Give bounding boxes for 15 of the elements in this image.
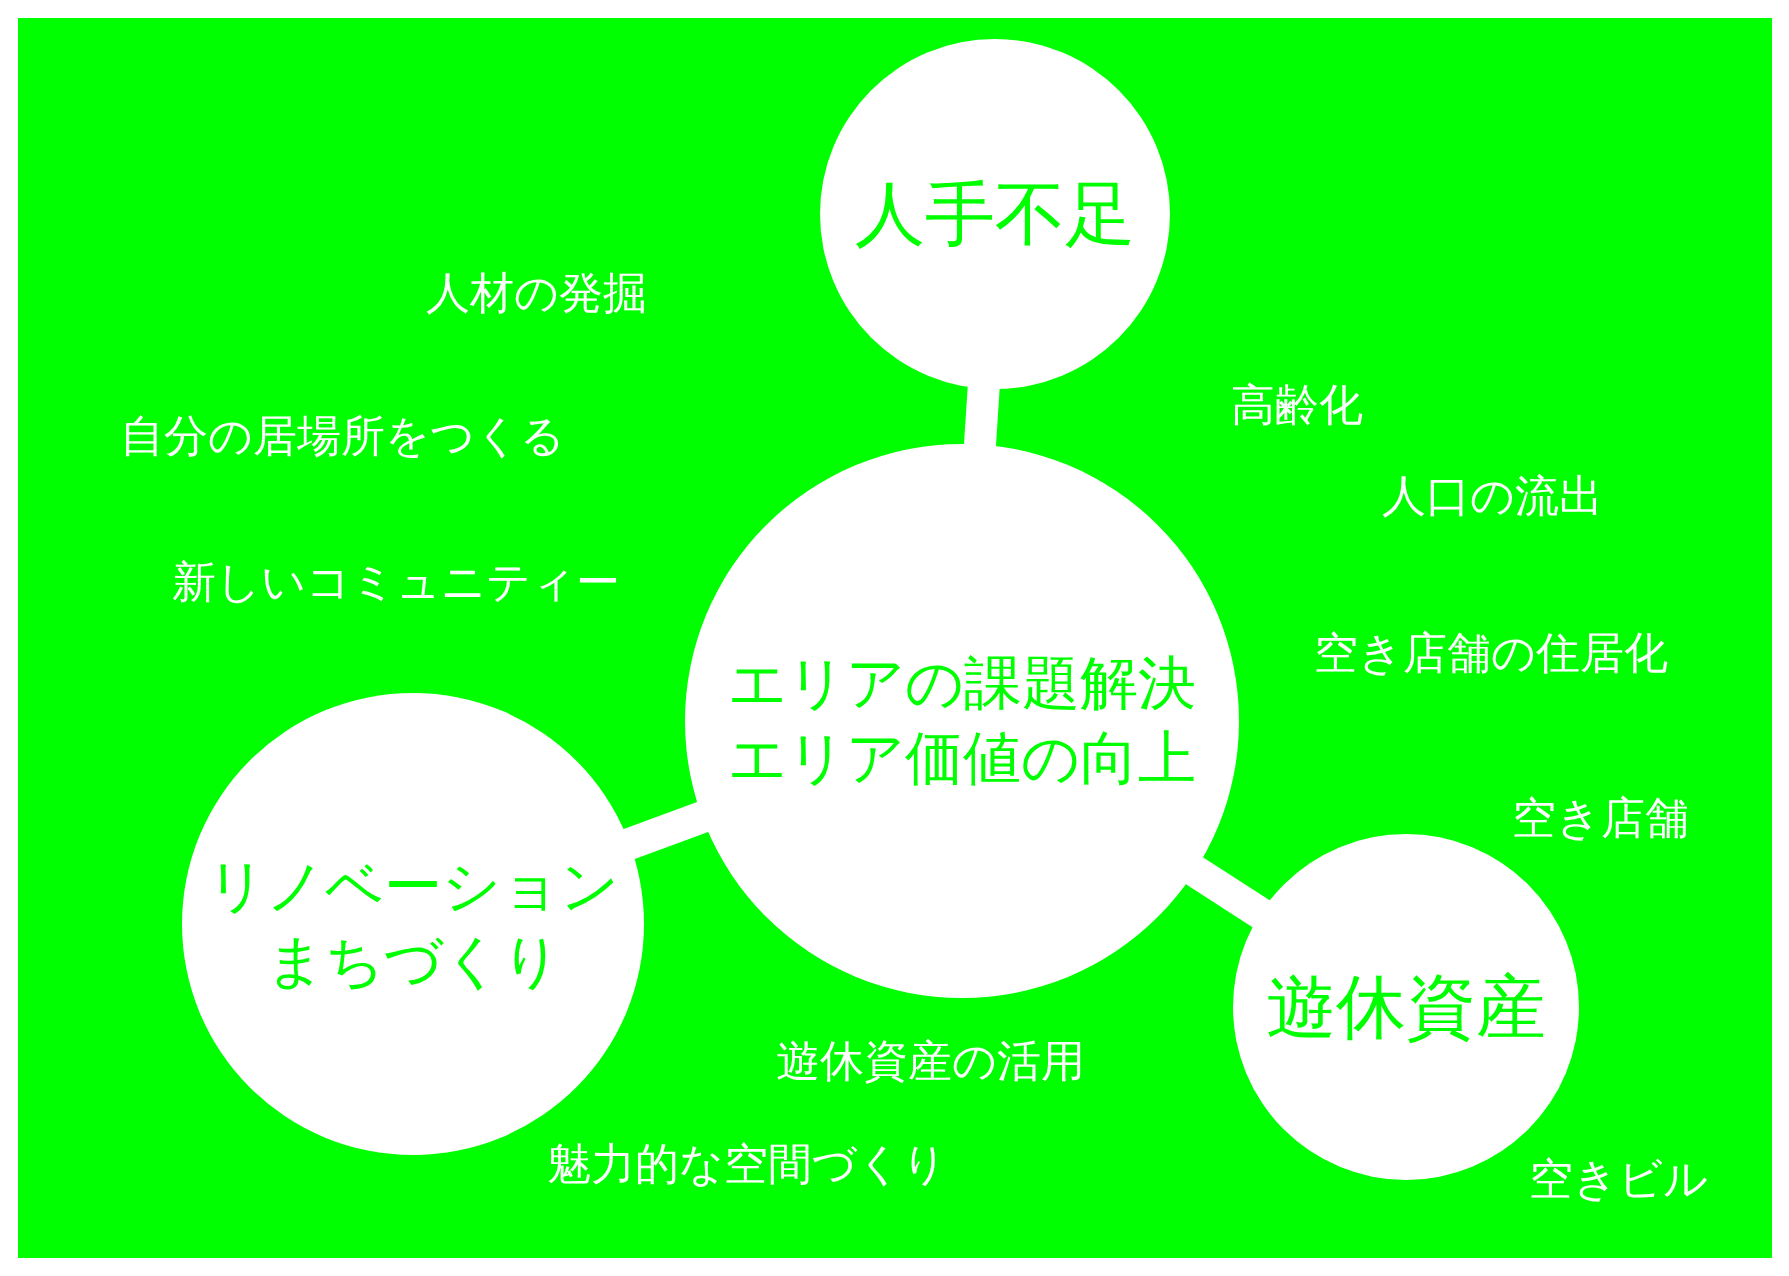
node-text: エリア価値の向上: [728, 723, 1196, 794]
keyword-text: 人材の発掘: [425, 266, 647, 320]
keyword-text: 遊休資産の活用: [775, 1034, 1085, 1088]
keyword-text: 空き店舗: [1511, 791, 1689, 845]
keyword-text: 魅力的な空間づくり: [547, 1137, 947, 1191]
node-text: エリアの課題解決: [728, 647, 1196, 719]
keyword-text: 高齢化: [1231, 378, 1363, 432]
keyword-text: 人口の流出: [1381, 469, 1603, 523]
node-text: 人手不足: [855, 171, 1135, 257]
keyword-text: 空き店舗の住居化: [1314, 626, 1668, 680]
keyword-text: 空きビル: [1528, 1152, 1708, 1206]
node-text: リノベーションまちづくり: [206, 850, 620, 997]
keyword-text: 新しいコミュニティー: [172, 555, 620, 609]
node-text: 遊休資産: [1266, 964, 1546, 1050]
keyword-text: 自分の居場所をつくる: [119, 409, 565, 463]
